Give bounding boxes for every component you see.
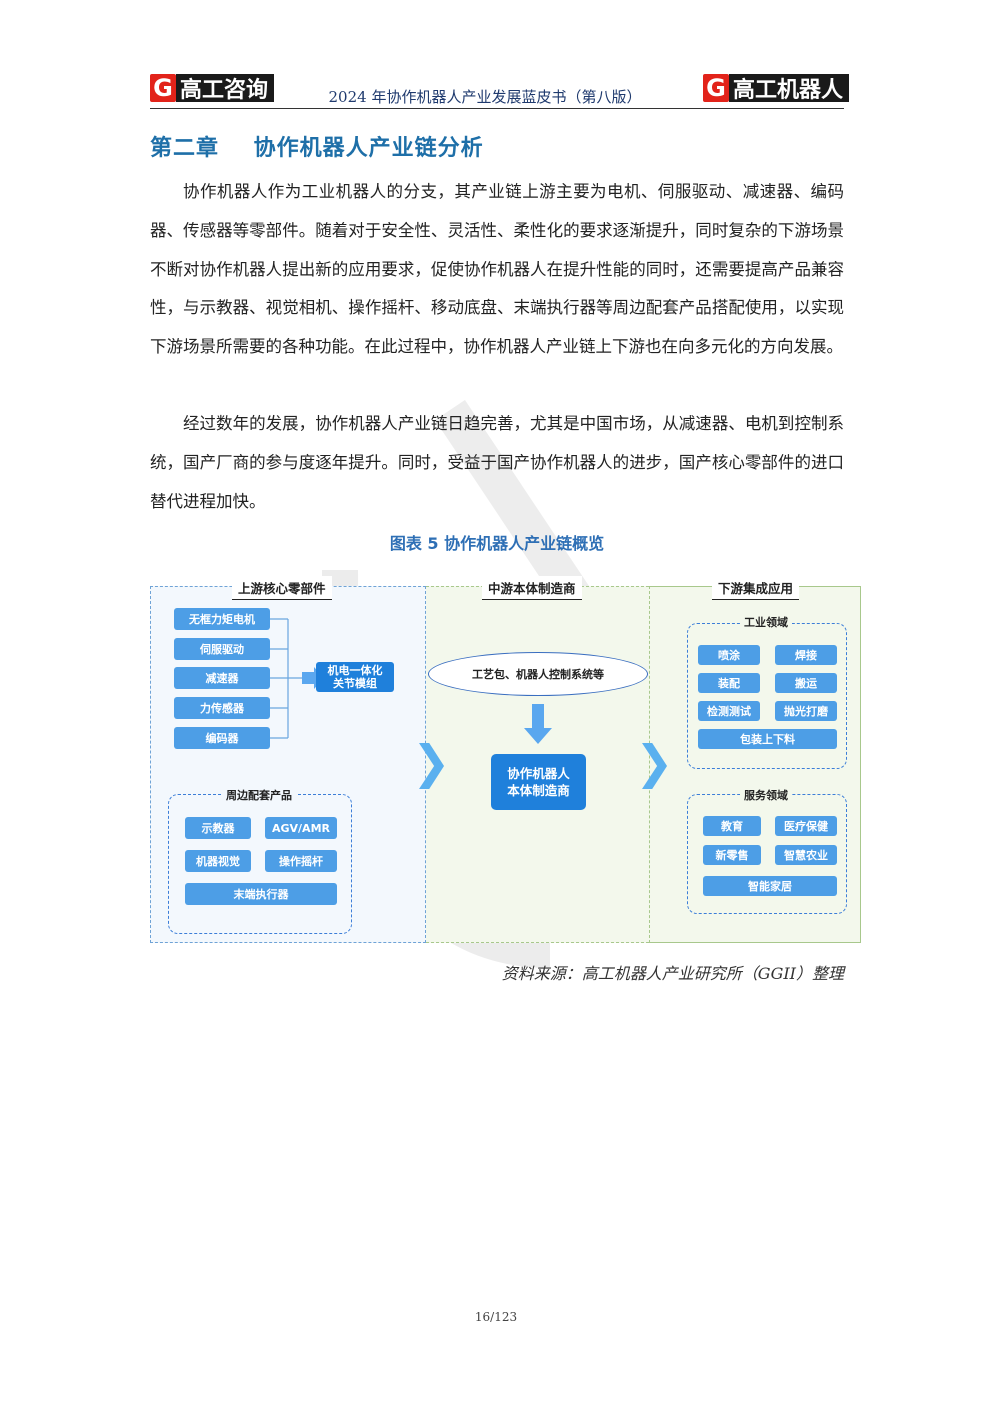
service-field-title-text: 服务领域 bbox=[740, 789, 792, 802]
app-healthcare: 医疗保健 bbox=[775, 816, 837, 836]
component-frameless-torque-motor: 无框力矩电机 bbox=[174, 608, 270, 630]
industrial-field-title-text: 工业领域 bbox=[740, 616, 792, 629]
chapter-title: 第二章 协作机器人产业链分析 bbox=[150, 136, 484, 161]
peripheral-products-title-text: 周边配套产品 bbox=[222, 789, 296, 802]
app-smart-agriculture: 智慧农业 bbox=[775, 845, 837, 865]
component-servo-drive: 伺服驱动 bbox=[174, 638, 270, 660]
app-welding: 焊接 bbox=[775, 645, 837, 665]
process-package-ellipse: 工艺包、机器人控制系统等 bbox=[428, 652, 648, 696]
peripheral-joystick: 操作摇杆 bbox=[265, 850, 337, 872]
logo-g-mark: G bbox=[150, 74, 176, 102]
app-new-retail: 新零售 bbox=[703, 845, 761, 865]
gaogong-consulting-logo: G 高工咨询 bbox=[150, 73, 275, 103]
peripheral-products-title: 周边配套产品 bbox=[168, 787, 350, 803]
logo-text: 高工机器人 bbox=[729, 74, 850, 103]
figure-source: 资料来源：高工机器人产业研究所（GGII）整理 bbox=[501, 964, 844, 983]
down-arrow-icon bbox=[524, 704, 552, 744]
peripheral-teach-pendant: 示教器 bbox=[185, 817, 251, 839]
paragraph-2: 经过数年的发展，协作机器人产业链日趋完善，尤其是中国市场，从减速器、电机到控制系… bbox=[150, 414, 844, 511]
app-assembly: 装配 bbox=[698, 673, 760, 693]
paragraph-1: 协作机器人作为工业机器人的分支，其产业链上游主要为电机、伺服驱动、减速器、编码器… bbox=[150, 182, 844, 357]
app-packaging: 包装上下料 bbox=[698, 729, 837, 749]
chevron-right-icon: ❯ bbox=[635, 735, 674, 789]
peripheral-agv-amr: AGV/AMR bbox=[265, 817, 337, 839]
robot-manufacturer-box: 协作机器人 本体制造商 bbox=[491, 754, 586, 810]
midstream-title: 中游本体制造商 bbox=[482, 576, 582, 600]
service-field-title: 服务领域 bbox=[687, 787, 845, 803]
logo-g-mark: G bbox=[703, 74, 729, 102]
app-inspection: 检测测试 bbox=[698, 701, 760, 721]
document-title: 2024 年协作机器人产业发展蓝皮书（第八版） bbox=[328, 88, 642, 106]
downstream-title: 下游集成应用 bbox=[712, 576, 800, 600]
gaogong-robot-logo: G 高工机器人 bbox=[703, 73, 850, 103]
app-polishing: 抛光打磨 bbox=[775, 701, 837, 721]
app-handling: 搬运 bbox=[775, 673, 837, 693]
header-divider bbox=[150, 108, 844, 109]
industry-chain-diagram: 上游核心零部件 中游本体制造商 下游集成应用 无框力矩电机 伺服驱动 减速器 力… bbox=[150, 576, 861, 943]
app-smart-home: 智能家居 bbox=[703, 876, 837, 896]
component-force-sensor: 力传感器 bbox=[174, 697, 270, 719]
industrial-field-title: 工业领域 bbox=[687, 614, 845, 630]
component-encoder: 编码器 bbox=[174, 727, 270, 749]
page-number: 16/123 bbox=[474, 1310, 518, 1324]
chevron-right-icon: ❯ bbox=[412, 735, 451, 789]
joint-module-box: 机电一体化 关节模组 bbox=[316, 662, 394, 692]
app-spraying: 喷涂 bbox=[698, 645, 760, 665]
logo-text: 高工咨询 bbox=[176, 74, 275, 103]
figure-title: 图表 5 协作机器人产业链概览 bbox=[389, 534, 605, 553]
peripheral-end-effector: 末端执行器 bbox=[185, 883, 337, 905]
app-education: 教育 bbox=[703, 816, 761, 836]
component-reducer: 减速器 bbox=[174, 667, 270, 689]
upstream-title: 上游核心零部件 bbox=[232, 576, 332, 600]
peripheral-machine-vision: 机器视觉 bbox=[185, 850, 251, 872]
